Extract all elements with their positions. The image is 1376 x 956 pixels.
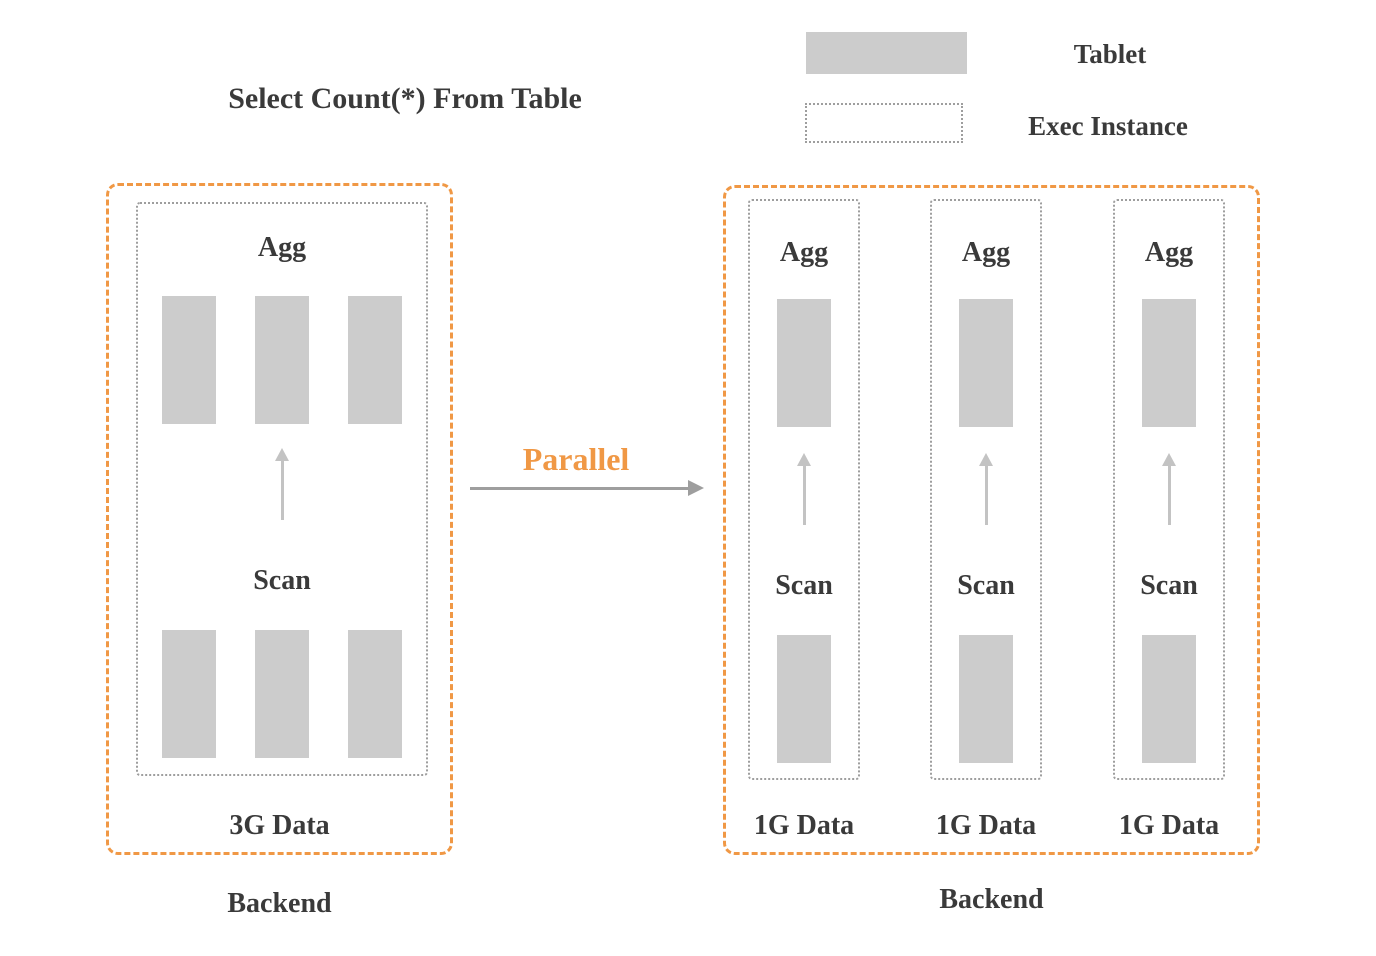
tablet: [959, 299, 1013, 427]
right-backend-box: Agg Scan Agg Scan Agg: [723, 185, 1260, 855]
right-exec-instance-box-1: Agg Scan: [748, 199, 860, 780]
up-arrow-icon: [1162, 453, 1176, 525]
left-backend-box: Agg Scan: [106, 183, 453, 855]
left-scan-label: Scan: [253, 565, 311, 596]
right-agg-label-1: Agg: [779, 237, 829, 268]
right-data-size-label-1: 1G Data: [753, 810, 855, 841]
right-scan-label-2: Scan: [957, 570, 1015, 601]
arrow-head: [1162, 453, 1176, 466]
parallel-label: Parallel: [522, 441, 630, 477]
arrow-line: [280, 461, 284, 520]
tablet: [348, 296, 402, 424]
left-agg-label: Agg: [257, 232, 307, 263]
left-exec-instance-box: Agg Scan: [136, 202, 428, 776]
tablet: [255, 296, 309, 424]
right-backend-caption: Backend: [939, 884, 1044, 915]
right-data-size-label-3: 1G Data: [1118, 810, 1220, 841]
left-data-size-label: 3G Data: [229, 810, 330, 841]
arrow-head: [979, 453, 993, 466]
right-agg-label-3: Agg: [1144, 237, 1194, 268]
tablet: [162, 296, 216, 424]
up-arrow-icon: [979, 453, 993, 525]
right-data-size-label-2: 1G Data: [935, 810, 1037, 841]
diagram-title: Select Count(*) From Table: [228, 82, 582, 115]
arrow-head: [275, 448, 289, 461]
legend-exec-instance-label: Exec Instance: [1028, 111, 1188, 141]
exec-instance-swatch-icon: [805, 103, 963, 143]
arrow-line: [802, 466, 806, 525]
left-backend-caption: Backend: [227, 888, 332, 919]
tablet: [1142, 299, 1196, 427]
up-arrow-icon: [797, 453, 811, 525]
tablet: [777, 299, 831, 427]
tablet: [348, 630, 402, 758]
tablet: [255, 630, 309, 758]
arrow-head: [797, 453, 811, 466]
right-scan-label-3: Scan: [1140, 570, 1198, 601]
right-scan-label-1: Scan: [775, 570, 833, 601]
tablet: [959, 635, 1013, 763]
right-exec-instance-box-2: Agg Scan: [930, 199, 1042, 780]
tablet: [1142, 635, 1196, 763]
arrow-line: [1167, 466, 1171, 525]
tablet: [777, 635, 831, 763]
right-exec-instance-box-3: Agg Scan: [1113, 199, 1225, 780]
left-agg-tablet-row: [138, 296, 426, 424]
arrow-line: [470, 486, 688, 490]
right-arrow-icon: [470, 480, 704, 496]
tablet-swatch-icon: [806, 32, 967, 74]
tablet: [162, 630, 216, 758]
up-arrow-icon: [275, 448, 289, 520]
right-agg-label-2: Agg: [961, 237, 1011, 268]
arrow-head: [688, 480, 704, 496]
arrow-line: [984, 466, 988, 525]
left-scan-tablet-row: [138, 630, 426, 758]
legend-tablet-label: Tablet: [1073, 39, 1147, 69]
